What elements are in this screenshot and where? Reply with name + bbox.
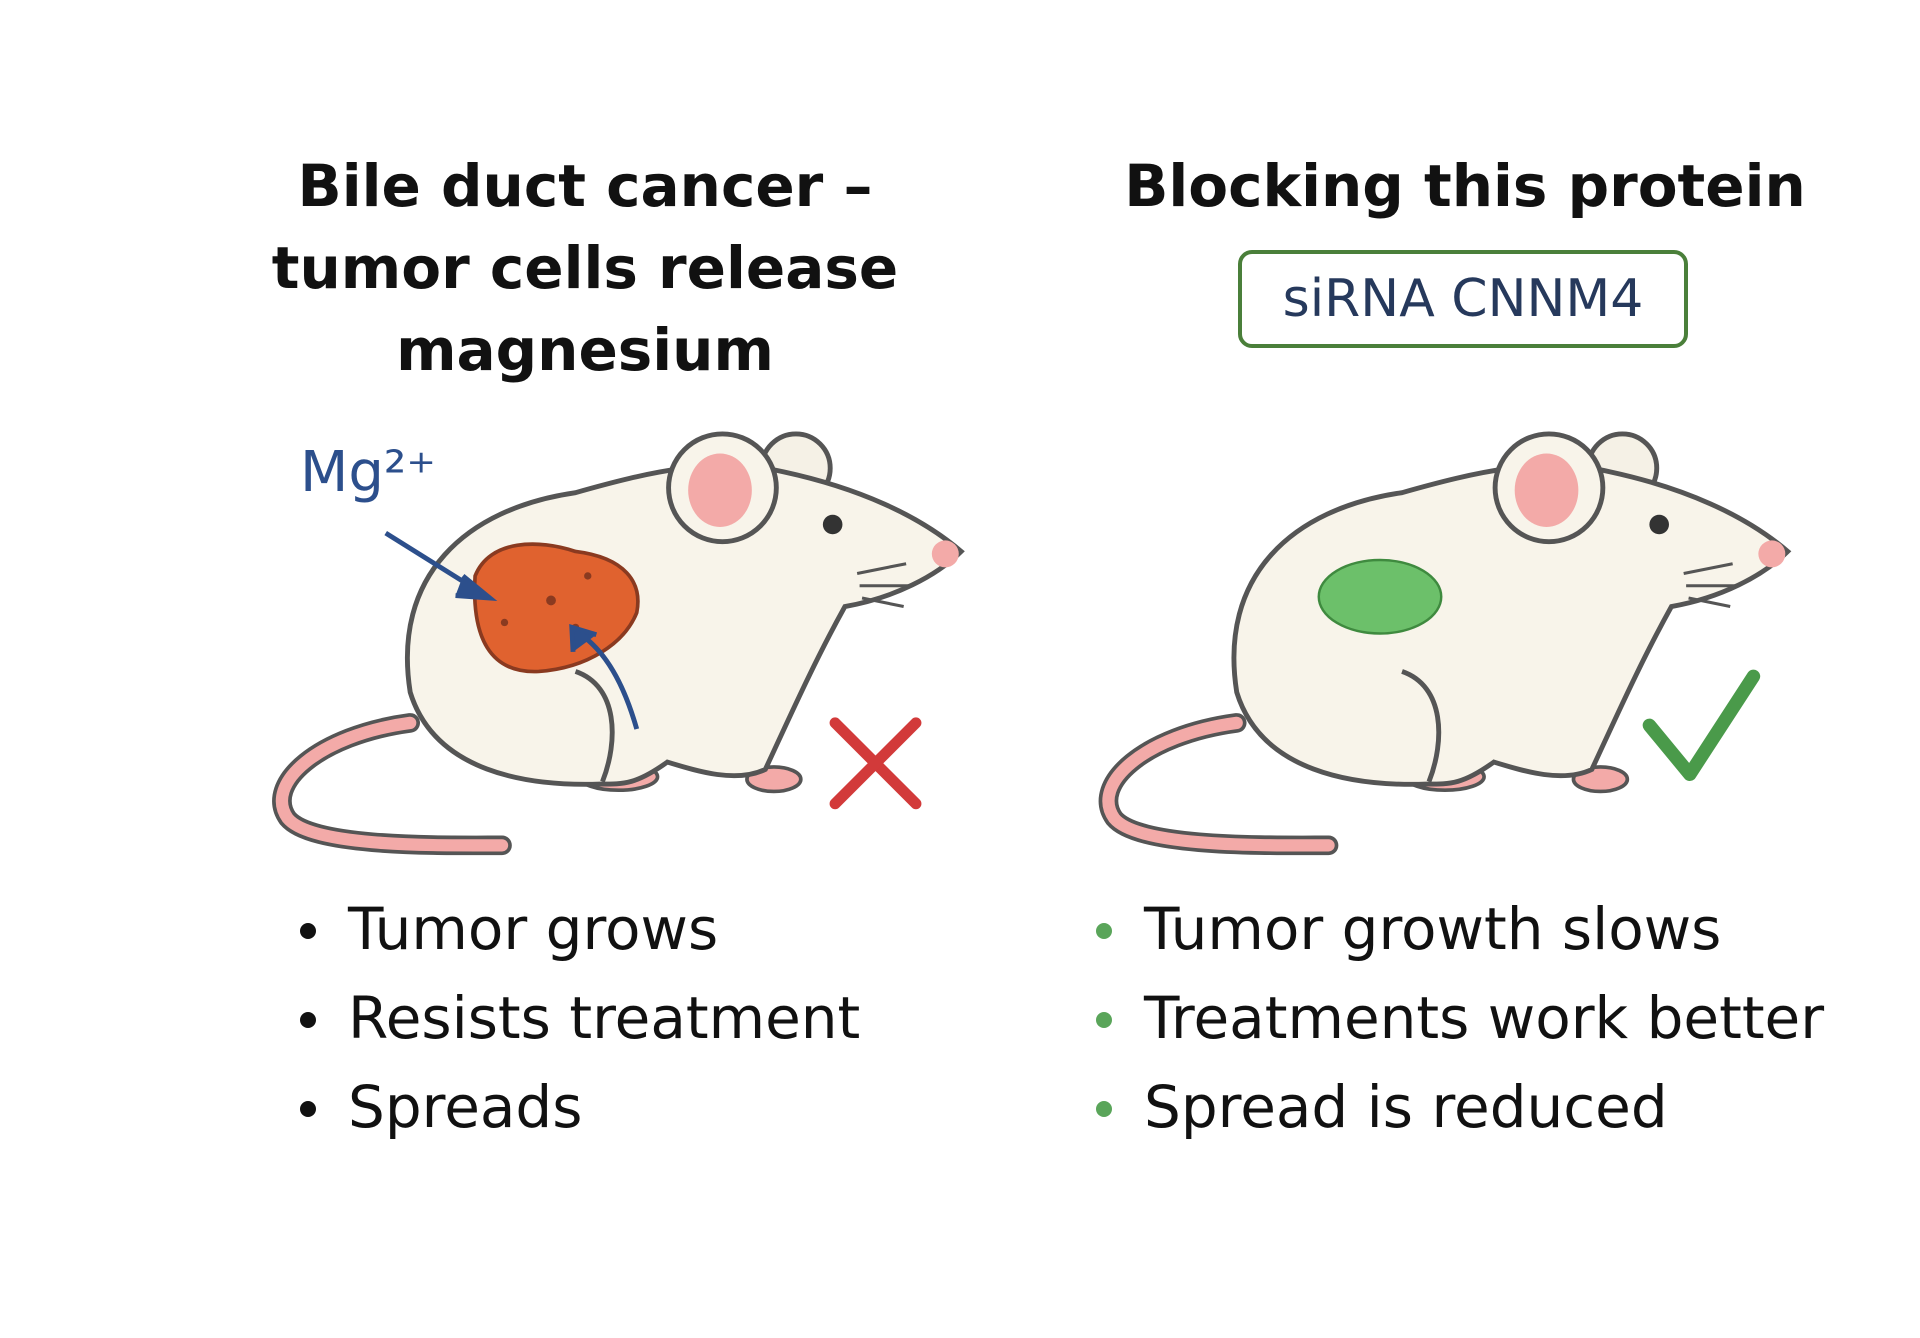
shrunken-tumor [1317, 558, 1443, 635]
left-title-line: Bile duct cancer – [297, 152, 873, 220]
treated-outcomes-list: Tumor growth slows Treatments work bette… [1092, 885, 1824, 1152]
list-item: Resists treatment [296, 974, 860, 1063]
list-item: Treatments work better [1092, 974, 1824, 1063]
bullet-icon [1096, 923, 1112, 939]
bullet-icon [300, 1012, 316, 1028]
bullet-icon [300, 1101, 316, 1117]
list-item: Tumor growth slows [1092, 885, 1824, 974]
bullet-text: Tumor growth slows [1144, 895, 1722, 963]
untreated-outcomes-list: Tumor grows Resists treatment Spreads [296, 885, 860, 1152]
sirna-tag: siRNA CNNM4 [1238, 250, 1688, 348]
bullet-icon [1096, 1101, 1112, 1117]
left-title: Bile duct cancer – tumor cells release m… [230, 145, 940, 391]
tumor [472, 542, 640, 674]
bullet-text: Resists treatment [348, 984, 861, 1052]
check-mark-icon [1642, 669, 1761, 782]
list-item: Spread is reduced [1092, 1063, 1824, 1152]
x-mark-icon [829, 717, 922, 810]
right-title: Blocking this protein [1124, 152, 1806, 220]
bullet-text: Treatments work better [1144, 984, 1825, 1052]
left-title-line: magnesium [396, 316, 774, 384]
bullet-icon [300, 923, 316, 939]
bullet-text: Tumor grows [348, 895, 719, 963]
bullet-text: Spreads [348, 1073, 583, 1141]
magnesium-label: Mg²⁺ [300, 440, 436, 505]
bullet-text: Spread is reduced [1144, 1073, 1668, 1141]
list-item: Spreads [296, 1063, 860, 1152]
left-title-line: tumor cells release [271, 234, 899, 302]
magnesium-arrows [384, 531, 640, 730]
treated-mouse [1108, 434, 1787, 845]
bullet-icon [1096, 1012, 1112, 1028]
list-item: Tumor grows [296, 885, 860, 974]
